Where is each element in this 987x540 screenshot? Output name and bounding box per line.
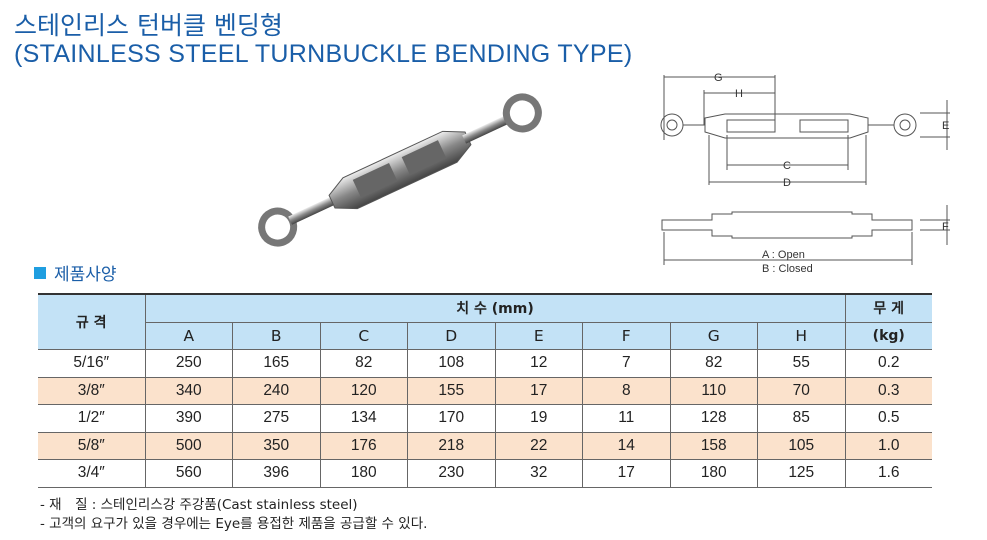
dim-cell-c: 180	[319, 459, 408, 488]
section-heading: 제품사양	[34, 260, 117, 285]
dim-cell-g: 128	[669, 404, 758, 433]
dimension-header: 치 수 (mm)	[144, 293, 846, 323]
spec-header: 규 격	[38, 293, 146, 350]
dim-cell-g: 110	[669, 376, 758, 405]
dim-cell-h: 125	[757, 459, 846, 488]
dim-cell-d: 108	[407, 349, 496, 378]
dim-cell-e: 17	[494, 376, 583, 405]
section-title: 제품사양	[54, 265, 117, 285]
label-g: G	[714, 72, 723, 84]
weight-header: 무 게	[844, 293, 932, 323]
note-material: - 재 질 : 스테인리스강 주강품(Cast stainless steel)	[40, 497, 358, 513]
weight-cell: 1.6	[844, 459, 932, 488]
dim-cell-h: 85	[757, 404, 846, 433]
dim-cell-b: 240	[232, 376, 321, 405]
column-header-e: E	[494, 321, 583, 350]
label-h: H	[735, 88, 743, 100]
dim-cell-c: 82	[319, 349, 408, 378]
turnbuckle-photo	[258, 93, 542, 247]
dim-cell-e: 32	[494, 459, 583, 488]
dim-cell-a: 340	[144, 376, 233, 405]
dim-cell-b: 350	[232, 431, 321, 460]
dim-cell-f: 7	[582, 349, 671, 378]
dim-cell-d: 218	[407, 431, 496, 460]
dim-cell-b: 275	[232, 404, 321, 433]
legend-closed: B : Closed	[762, 263, 813, 275]
spec-cell: 5/8″	[38, 431, 146, 460]
column-header-c: C	[319, 321, 408, 350]
spec-cell: 3/8″	[38, 376, 146, 405]
dim-cell-b: 396	[232, 459, 321, 488]
column-header-b: B	[232, 321, 321, 350]
dim-cell-g: 82	[669, 349, 758, 378]
weight-cell: 1.0	[844, 431, 932, 460]
dim-cell-h: 55	[757, 349, 846, 378]
dim-cell-e: 22	[494, 431, 583, 460]
legend-open: A : Open	[762, 249, 805, 261]
dim-cell-c: 134	[319, 404, 408, 433]
dim-cell-d: 230	[407, 459, 496, 488]
dim-cell-a: 390	[144, 404, 233, 433]
spec-cell: 5/16″	[38, 349, 146, 378]
dim-cell-f: 11	[582, 404, 671, 433]
weight-cell: 0.3	[844, 376, 932, 405]
label-e: E	[942, 120, 949, 132]
dim-cell-e: 19	[494, 404, 583, 433]
column-header-a: A	[145, 321, 233, 350]
title-korean: 스테인리스 턴버클 벤딩형	[14, 11, 283, 40]
label-f: F	[942, 221, 949, 233]
dim-cell-h: 70	[757, 376, 846, 405]
spec-cell: 1/2″	[38, 404, 146, 433]
note-eye-welding: - 고객의 요구가 있을 경우에는 Eye를 용접한 제품을 공급할 수 있다.	[40, 516, 428, 532]
label-c: C	[783, 160, 791, 172]
dim-cell-c: 120	[319, 376, 408, 405]
dimension-diagram: G H C D E F A : Open B : Closed	[660, 72, 950, 275]
dim-cell-d: 170	[407, 404, 496, 433]
dim-cell-c: 176	[319, 431, 408, 460]
dim-cell-g: 158	[669, 431, 758, 460]
dim-cell-a: 560	[144, 459, 233, 488]
dim-cell-a: 500	[144, 431, 233, 460]
dim-cell-e: 12	[494, 349, 583, 378]
weight-cell: 0.5	[844, 404, 932, 433]
dim-cell-d: 155	[407, 376, 496, 405]
title-english: (STAINLESS STEEL TURNBUCKLE BENDING TYPE…	[14, 40, 633, 68]
column-header-f: F	[582, 321, 671, 350]
column-header-h: H	[757, 321, 846, 350]
dim-cell-f: 14	[582, 431, 671, 460]
bullet-square-icon	[34, 266, 46, 279]
notes: - 재 질 : 스테인리스강 주강품(Cast stainless steel)…	[40, 496, 427, 534]
dim-cell-f: 17	[582, 459, 671, 488]
dim-cell-b: 165	[232, 349, 321, 378]
label-d: D	[783, 177, 791, 189]
dim-cell-h: 105	[757, 431, 846, 460]
column-header-d: D	[407, 321, 496, 350]
weight-unit: (kg)	[844, 321, 932, 350]
dim-cell-f: 8	[582, 376, 671, 405]
weight-cell: 0.2	[844, 349, 932, 378]
dim-cell-a: 250	[144, 349, 233, 378]
dim-cell-g: 180	[669, 459, 758, 488]
column-header-g: G	[669, 321, 758, 350]
spec-cell: 3/4″	[38, 459, 146, 488]
